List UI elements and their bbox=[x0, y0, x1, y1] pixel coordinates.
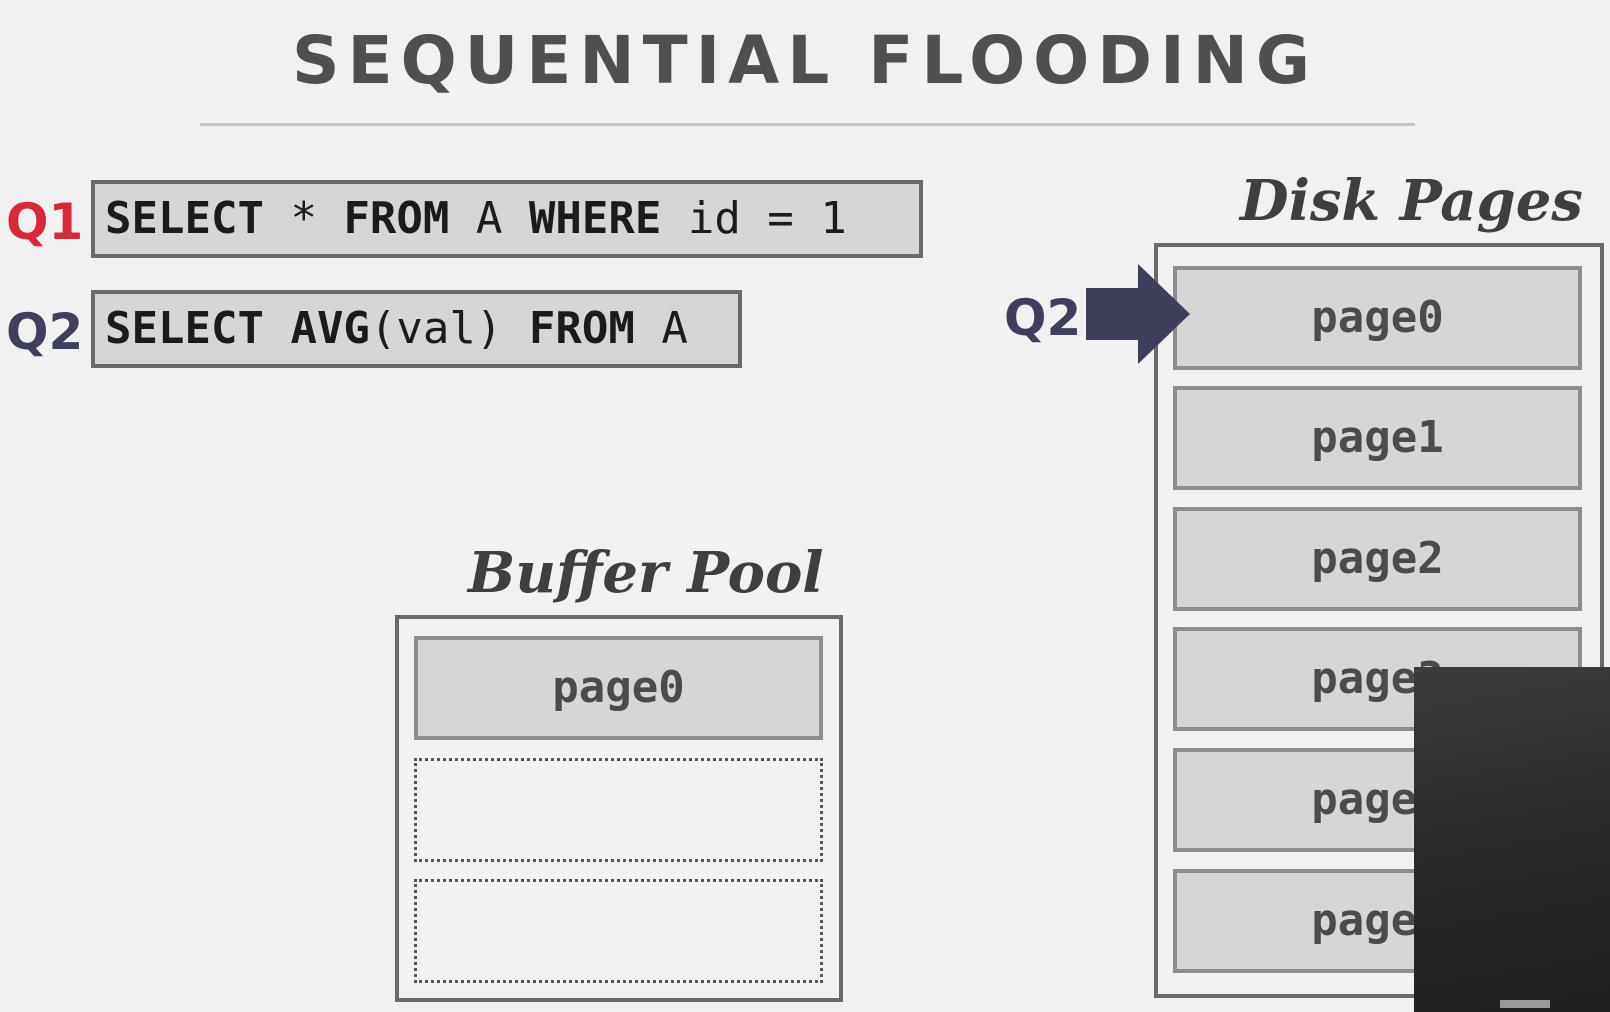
buffer-pool-title: Buffer Pool bbox=[468, 540, 824, 606]
q1-token: WHERE bbox=[528, 193, 662, 244]
q2-label: Q2 bbox=[6, 303, 84, 361]
q1-token: FROM bbox=[343, 193, 450, 244]
q1-token: SELECT bbox=[105, 193, 264, 244]
q2-token: FROM bbox=[528, 303, 635, 354]
q1-token: * bbox=[263, 193, 344, 244]
buffer-frame-page: page0 bbox=[414, 636, 823, 740]
q1-token: id = 1 bbox=[661, 193, 847, 244]
q1-token: A bbox=[449, 193, 529, 244]
disk-page: page2 bbox=[1173, 507, 1582, 611]
title-divider bbox=[200, 123, 1415, 126]
q2-token bbox=[264, 303, 291, 354]
q2-token: (val) bbox=[369, 303, 529, 354]
q2-token: SELECT bbox=[105, 303, 264, 354]
buffer-frame-empty bbox=[414, 879, 823, 983]
q2-pointer-label: Q2 bbox=[1004, 289, 1082, 347]
q2-sql-box: SELECT AVG(val) FROM A bbox=[91, 290, 742, 368]
q2-token: AVG bbox=[290, 303, 370, 354]
q1-label: Q1 bbox=[6, 193, 84, 251]
slide-title: SEQUENTIAL FLOODING bbox=[291, 22, 1319, 99]
disk-page: page1 bbox=[1173, 386, 1582, 490]
q1-sql-box: SELECT * FROM A WHERE id = 1 bbox=[91, 180, 923, 258]
q2-token: A bbox=[634, 303, 688, 354]
buffer-frame-empty bbox=[414, 758, 823, 862]
disk-page: page0 bbox=[1173, 266, 1582, 370]
webcam-overlay-detail bbox=[1500, 1000, 1550, 1008]
scan-pointer-arrow-icon bbox=[1086, 264, 1190, 364]
webcam-overlay bbox=[1414, 667, 1610, 1012]
disk-pages-title: Disk Pages bbox=[1240, 168, 1583, 234]
